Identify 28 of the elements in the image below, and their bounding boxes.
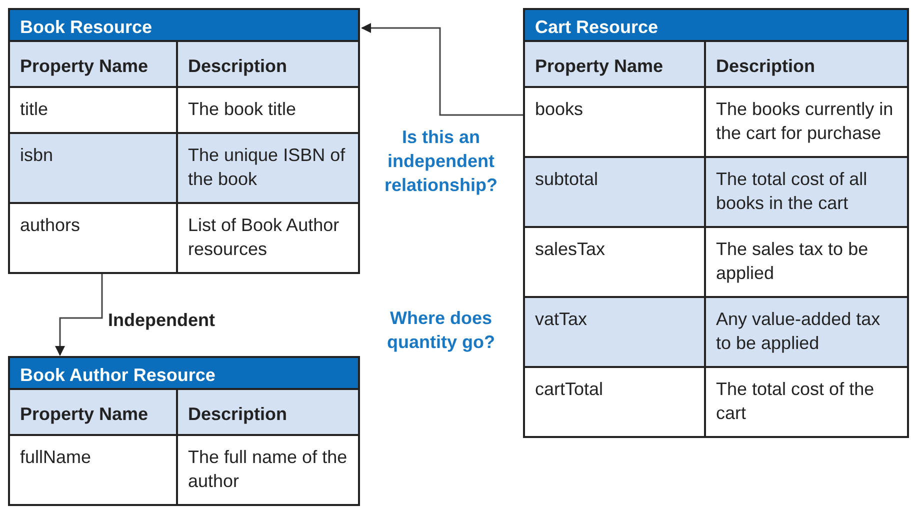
property-name: fullName bbox=[8, 434, 178, 506]
column-header: Property Name bbox=[8, 388, 178, 436]
property-name: subtotal bbox=[523, 156, 706, 228]
table-title: Cart Resource bbox=[523, 8, 909, 42]
description-text: The unique ISBN of the book bbox=[176, 132, 360, 204]
column-header: Description bbox=[176, 40, 360, 88]
property-name: vatTax bbox=[523, 296, 706, 368]
description-text: The total cost of the cart bbox=[704, 366, 909, 438]
description-text: List of Book Author resources bbox=[176, 202, 360, 274]
property-name: authors bbox=[8, 202, 178, 274]
question-note: Where does quantity go? bbox=[386, 307, 496, 354]
column-header: Description bbox=[176, 388, 360, 436]
column-header: Property Name bbox=[8, 40, 178, 88]
resource-table bbox=[8, 356, 360, 506]
table-title: Book Author Resource bbox=[8, 356, 360, 390]
question-note: Is this an independent relationship? bbox=[383, 126, 498, 197]
description-text: The full name of the author bbox=[176, 434, 360, 506]
property-name: cartTotal bbox=[523, 366, 706, 438]
resource-table bbox=[8, 8, 360, 274]
column-header: Description bbox=[704, 40, 909, 88]
description-text: Any value-added tax to be applied bbox=[704, 296, 909, 368]
description-text: The total cost of all books in the cart bbox=[704, 156, 909, 228]
column-header: Property Name bbox=[523, 40, 706, 88]
table-title: Book Resource bbox=[8, 8, 360, 42]
connector-arrow bbox=[55, 274, 103, 356]
connector-arrow bbox=[361, 23, 523, 116]
property-name: isbn bbox=[8, 132, 178, 204]
resource-table bbox=[523, 8, 909, 438]
